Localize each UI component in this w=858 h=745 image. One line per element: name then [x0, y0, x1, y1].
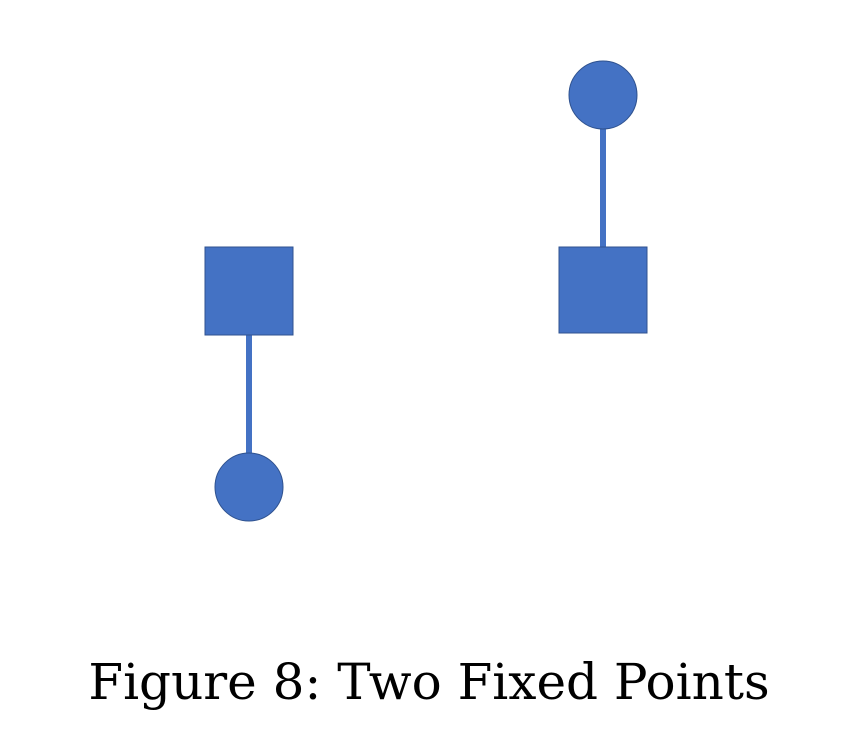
pendulum-bob — [214, 452, 284, 522]
figure-caption: Figure 8: Two Fixed Points — [88, 653, 770, 711]
pivot-square — [558, 246, 648, 334]
two-fixed-points-diagram — [204, 60, 648, 522]
pendulum-inverted-up — [558, 60, 648, 334]
pendulum-bob — [568, 60, 638, 130]
pendulum-hanging-down — [204, 246, 294, 522]
pivot-square — [204, 246, 294, 336]
figure-canvas — [204, 60, 648, 522]
